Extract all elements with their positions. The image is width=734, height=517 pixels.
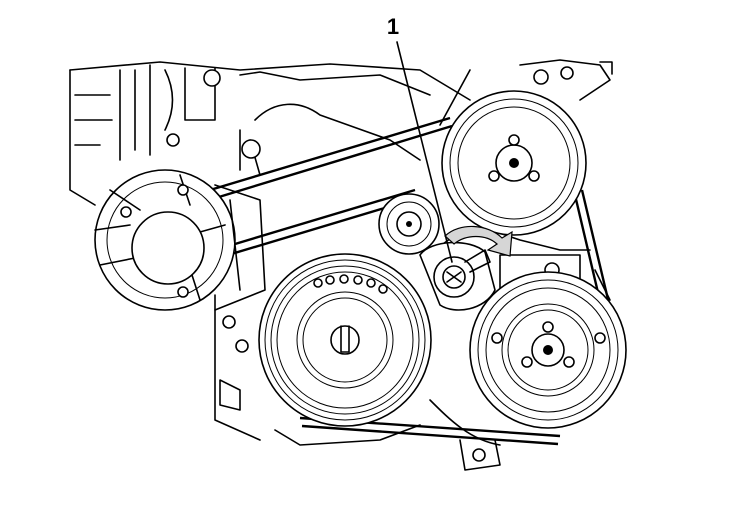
- belt-tensioner: [419, 241, 496, 311]
- ac-compressor-pulley: [469, 271, 627, 429]
- power-steering-pulley: [441, 90, 587, 236]
- callout-label: 1: [387, 14, 399, 39]
- callout-1: 1: [387, 14, 453, 263]
- rotation-arrow-icon: [444, 225, 513, 257]
- callout-leader-line: [396, 41, 453, 263]
- alternator-pulley: [94, 169, 266, 311]
- idler-pulley: [378, 193, 440, 255]
- crankshaft-pulley: [258, 253, 432, 427]
